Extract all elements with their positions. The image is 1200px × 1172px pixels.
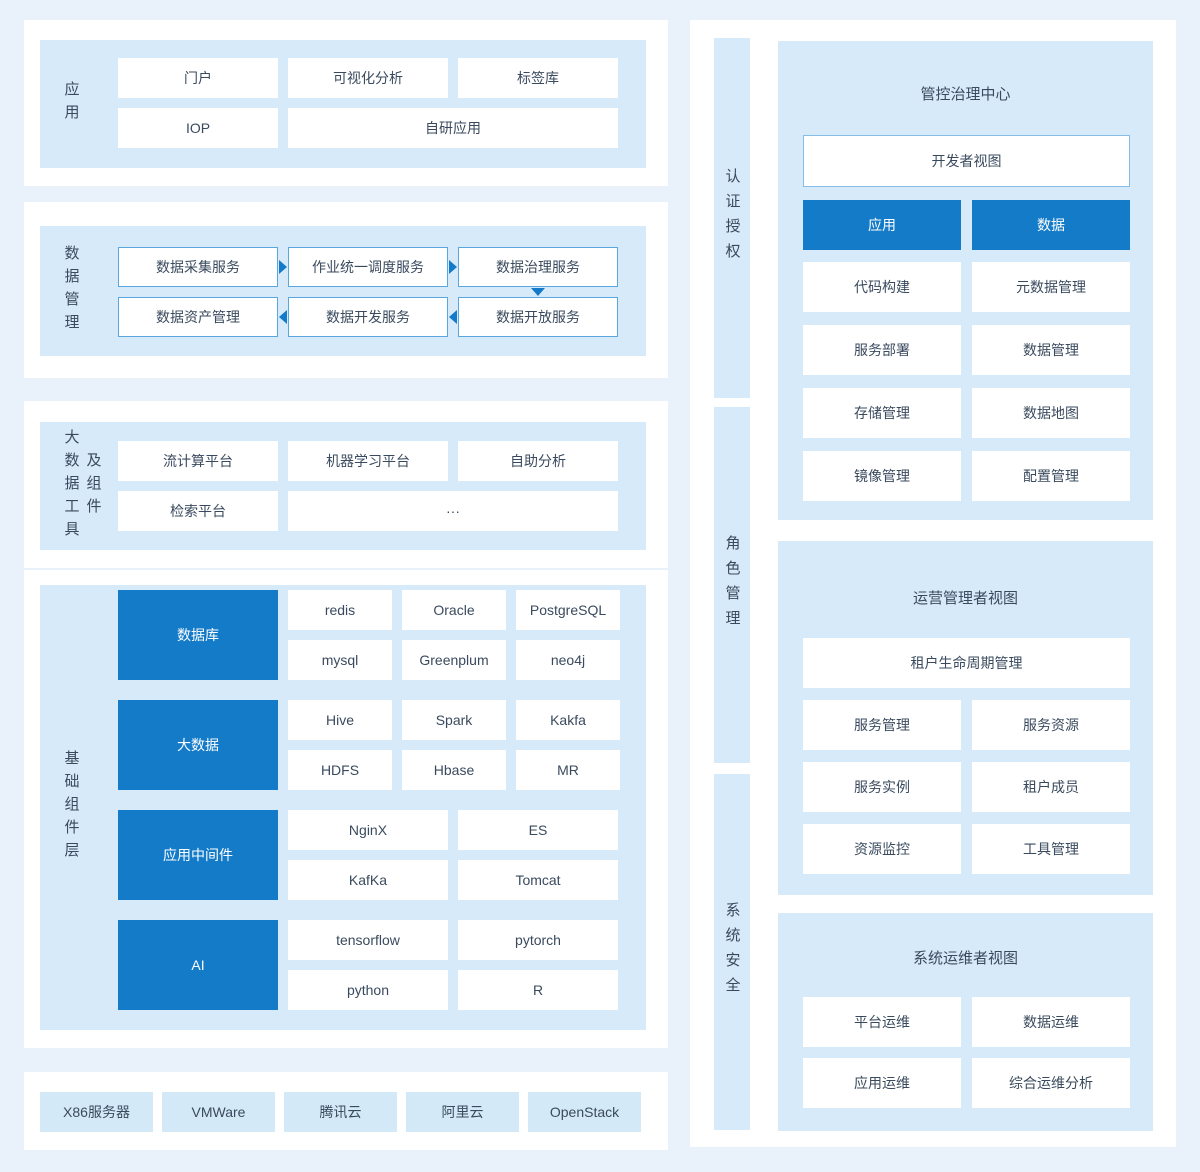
- diagram-node: MR: [516, 750, 620, 790]
- diagram-node: 自研应用: [288, 108, 618, 148]
- diagram-node: 存储管理: [803, 388, 961, 438]
- arrow-down-icon: [531, 288, 545, 296]
- hero-tenant-lifecycle: 租户生命周期管理: [803, 638, 1130, 688]
- group-database: 数据库: [118, 590, 278, 680]
- diagram-node: VMWare: [162, 1092, 275, 1132]
- panel-system-ops-title: 系统运维者视图: [912, 950, 1018, 967]
- hero-developer-view: 开发者视图: [803, 135, 1130, 187]
- diagram-node: 综合运维分析: [972, 1058, 1130, 1108]
- diagram-node: 应用运维: [803, 1058, 961, 1108]
- diagram-node: 数据治理服务: [458, 247, 618, 287]
- auth-bar: 认证授权: [714, 38, 750, 398]
- tab-application: 应用: [803, 200, 961, 250]
- group-bigdata: 大数据: [118, 700, 278, 790]
- diagram-node: 数据开放服务: [458, 297, 618, 337]
- arrow-right-icon: [279, 260, 287, 274]
- diagram-node: NginX: [288, 810, 448, 850]
- diagram-node: 门户: [118, 58, 278, 98]
- diagram-node: Hbase: [402, 750, 506, 790]
- diagram-node: 平台运维: [803, 997, 961, 1047]
- arrow-right-icon: [449, 260, 457, 274]
- panel-governance-title: 管控治理中心: [920, 86, 1011, 103]
- section-data-management-label: 数据管理: [62, 245, 80, 337]
- diagram-node: 服务部署: [803, 325, 961, 375]
- diagram-node: IOP: [118, 108, 278, 148]
- diagram-node: 工具管理: [972, 824, 1130, 874]
- diagram-node: Oracle: [402, 590, 506, 630]
- diagram-node: neo4j: [516, 640, 620, 680]
- diagram-node: Kakfa: [516, 700, 620, 740]
- section-base-components-label: 基础组件层: [62, 750, 80, 865]
- diagram-node: tensorflow: [288, 920, 448, 960]
- section-bigdata-tools-label-col2: 及组件: [84, 451, 102, 521]
- role-bar: 角色管理: [714, 407, 750, 763]
- section-bigdata-tools-label-col1: 大数据工具: [62, 428, 80, 544]
- diagram-node: 服务资源: [972, 700, 1130, 750]
- diagram-node: 数据采集服务: [118, 247, 278, 287]
- diagram-node: Spark: [402, 700, 506, 740]
- diagram-node: OpenStack: [528, 1092, 641, 1132]
- diagram-node: 镜像管理: [803, 451, 961, 501]
- diagram-node: 数据地图: [972, 388, 1130, 438]
- arrow-left-icon: [279, 310, 287, 324]
- diagram-node: 数据资产管理: [118, 297, 278, 337]
- diagram-node: 数据运维: [972, 997, 1130, 1047]
- diagram-node-ellipsis: ···: [288, 491, 618, 531]
- diagram-node: Hive: [288, 700, 392, 740]
- diagram-node: 自助分析: [458, 441, 618, 481]
- arrow-left-icon: [449, 310, 457, 324]
- diagram-node: 元数据管理: [972, 262, 1130, 312]
- diagram-node: 可视化分析: [288, 58, 448, 98]
- security-bar: 系统安全: [714, 774, 750, 1130]
- tab-data: 数据: [972, 200, 1130, 250]
- diagram-node: mysql: [288, 640, 392, 680]
- diagram-node: 流计算平台: [118, 441, 278, 481]
- diagram-node: PostgreSQL: [516, 590, 620, 630]
- diagram-node: pytorch: [458, 920, 618, 960]
- diagram-node: R: [458, 970, 618, 1010]
- diagram-node: redis: [288, 590, 392, 630]
- diagram-node: 数据管理: [972, 325, 1130, 375]
- diagram-node: Tomcat: [458, 860, 618, 900]
- panel-operations-title: 运营管理者视图: [912, 590, 1018, 607]
- diagram-node: 标签库: [458, 58, 618, 98]
- diagram-node: 配置管理: [972, 451, 1130, 501]
- diagram-node: ES: [458, 810, 618, 850]
- diagram-node: 腾讯云: [284, 1092, 397, 1132]
- diagram-node: 代码构建: [803, 262, 961, 312]
- group-ai: AI: [118, 920, 278, 1010]
- diagram-node: HDFS: [288, 750, 392, 790]
- diagram-node: 检索平台: [118, 491, 278, 531]
- diagram-node: 服务管理: [803, 700, 961, 750]
- diagram-node: X86服务器: [40, 1092, 153, 1132]
- diagram-node: python: [288, 970, 448, 1010]
- diagram-node: 租户成员: [972, 762, 1130, 812]
- diagram-node: 阿里云: [406, 1092, 519, 1132]
- diagram-node: 机器学习平台: [288, 441, 448, 481]
- diagram-node: KafKa: [288, 860, 448, 900]
- diagram-node: Greenplum: [402, 640, 506, 680]
- diagram-node: 数据开发服务: [288, 297, 448, 337]
- diagram-node: 作业统一调度服务: [288, 247, 448, 287]
- diagram-node: 服务实例: [803, 762, 961, 812]
- section-application-label: 应用: [62, 81, 80, 127]
- group-middleware: 应用中间件: [118, 810, 278, 900]
- diagram-node: 资源监控: [803, 824, 961, 874]
